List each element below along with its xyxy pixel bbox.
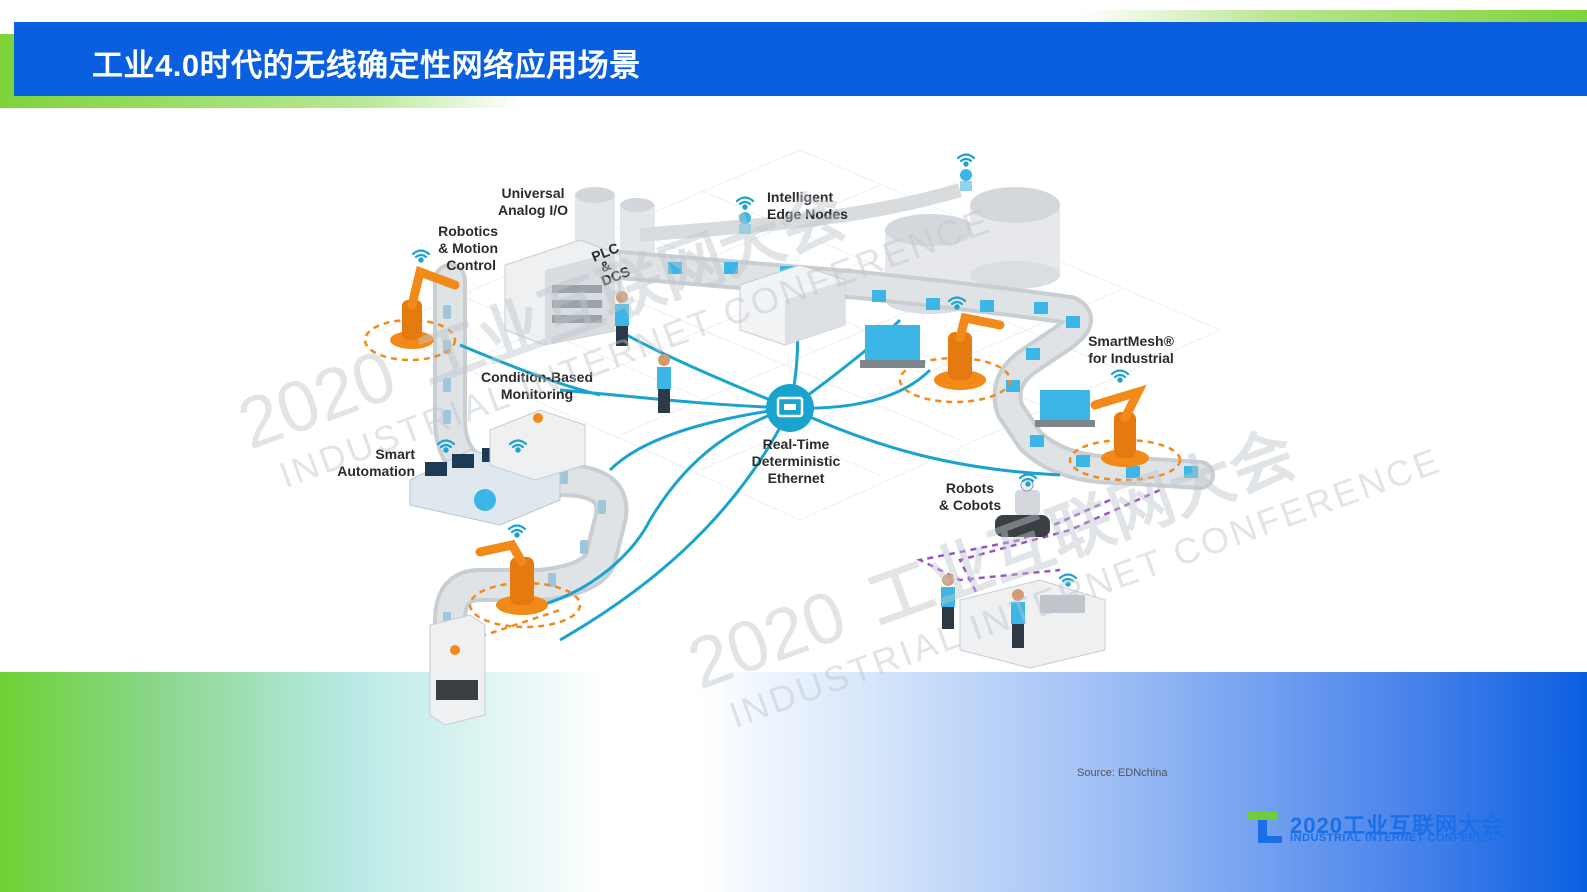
cobot-path	[916, 488, 1161, 601]
label-smartmesh: SmartMesh®for Industrial	[1088, 333, 1174, 366]
workers	[615, 291, 1025, 648]
label-robots-cobots: Robots& Cobots	[939, 480, 1001, 513]
wifi-icon	[947, 296, 967, 310]
robot-arm-robotics-motion	[390, 266, 460, 349]
robot-arm-center	[934, 312, 1005, 390]
wifi-icon	[956, 153, 976, 167]
inspection-machine	[429, 614, 486, 726]
wifi-icon	[436, 439, 456, 453]
title-bar	[14, 22, 1587, 96]
ethernet-hub	[766, 384, 814, 432]
edge-node-sensors	[739, 169, 972, 234]
title-green-strip	[0, 96, 520, 108]
slide-title: 工业4.0时代的无线确定性网络应用场景	[92, 48, 641, 83]
wifi-icon	[1110, 369, 1130, 383]
top-left-green-accent	[0, 34, 14, 106]
wifi-icon	[1018, 473, 1038, 487]
wireless-icons	[411, 153, 1130, 587]
workstation	[959, 579, 1106, 669]
robot-cobot	[995, 478, 1050, 537]
source-caption: Source: EDNchina	[1077, 767, 1168, 779]
robot-arm-bottom	[475, 539, 548, 615]
robot-arm-smartmesh	[1090, 384, 1149, 467]
logo-subtitle: INDUSTRIAL INTERNET CONFERENCE	[1290, 832, 1510, 844]
conveyor-packages	[668, 262, 1198, 478]
conference-logo: 2020工业互联网大会 INDUSTRIAL INTERNET CONFEREN…	[1248, 808, 1518, 848]
wifi-icon	[508, 439, 528, 453]
top-right-green-accent	[1080, 10, 1587, 22]
logo-title: 2020工业互联网大会	[1290, 813, 1504, 838]
pallet-boxes	[860, 325, 1095, 427]
wifi-icon	[411, 249, 431, 263]
wifi-icon	[507, 524, 527, 538]
wifi-icon	[735, 196, 755, 210]
wifi-icon	[1058, 573, 1078, 587]
bottom-gradient-band	[0, 672, 1587, 892]
logo-mark-icon	[1248, 812, 1282, 843]
ethernet-network-lines	[459, 289, 1061, 642]
edge-node-building	[739, 264, 846, 346]
condition-monitoring-unit	[489, 409, 586, 481]
watermark-1: 2020 工业互联网大会 INDUSTRIAL INTERNET CONFERE…	[228, 177, 996, 495]
